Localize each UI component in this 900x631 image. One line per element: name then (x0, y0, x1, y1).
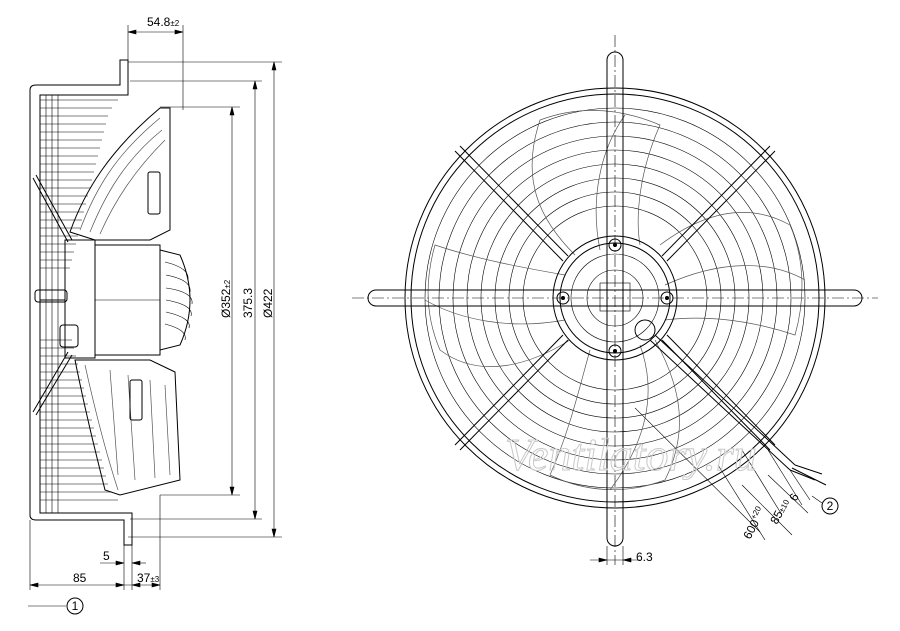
side-view: 1 54.8±2 Ø352±2 375.3 Ø422 5 85 37±3 (28, 15, 282, 615)
motor-hub (552, 235, 678, 361)
dim-54-8 (127, 25, 184, 110)
dim-85-cable-label: 85±10 (767, 496, 792, 527)
guard-frame (29, 59, 133, 546)
callout-1: 1 (28, 597, 84, 615)
guard-rings (404, 87, 826, 509)
callout-2: 2 (811, 495, 839, 515)
callout-1-label: 1 (72, 599, 79, 613)
motor (40, 239, 193, 359)
cable (649, 334, 827, 486)
callout-2-label: 2 (827, 499, 834, 513)
cable-dims (634, 407, 811, 541)
dim-bottom (29, 495, 161, 590)
front-view: 2 6.3 6 85±10 600+20 Ventilatory.ru (352, 35, 878, 565)
dim-352-label: Ø352±2 (219, 279, 233, 318)
bolt-icon (660, 291, 674, 305)
dim-37-label: 37±3 (137, 571, 160, 585)
bolt-icon (556, 291, 570, 305)
upper-blade (69, 107, 171, 241)
cable-gland-icon (634, 319, 656, 341)
dim-54-8-label: 54.8±2 (147, 15, 180, 29)
impeller-blades (424, 109, 806, 491)
dim-6-3 (590, 546, 640, 565)
dim-vertical-lines (128, 61, 282, 538)
dim-422-label: Ø422 (261, 288, 275, 318)
struts (32, 174, 79, 416)
dim-375-label: 375.3 (241, 288, 255, 318)
bolt-icon (608, 344, 622, 358)
lower-blade (74, 359, 181, 496)
bolt-icon (608, 238, 622, 252)
dim-85-label: 85 (73, 571, 87, 585)
dim-6-3-label: 6.3 (636, 550, 653, 564)
dim-5-label: 5 (103, 549, 110, 563)
watermark: Ventilatory.ru (505, 429, 757, 480)
dim-600-label: 600+20 (739, 504, 768, 541)
